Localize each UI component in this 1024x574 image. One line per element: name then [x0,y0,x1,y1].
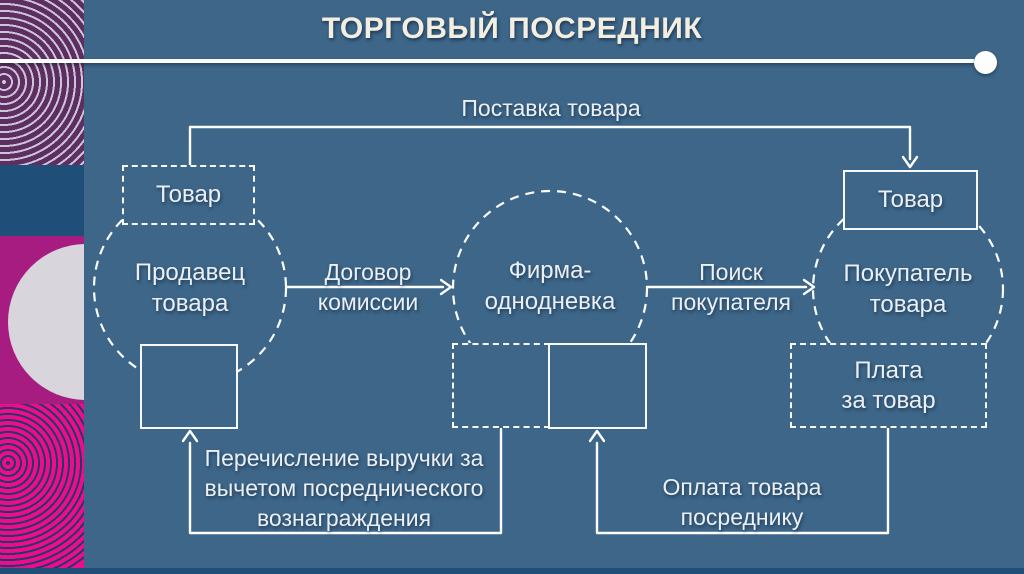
firm-dashed-box [452,343,550,428]
firm-label-line2: однодневка [484,288,616,315]
commission-label-line2: комиссии [317,289,419,315]
payment-box-line1: Плата [854,356,923,384]
arrowhead-up-remittance [181,429,199,443]
sidebar-purple-panel [0,0,84,165]
seller-label-line1: Продавец [134,259,246,286]
flow-arrows [181,125,919,535]
goods-delivery-label: Поставка товара [461,95,641,121]
buyer-label-line2: товара [869,291,947,318]
commission-label-line1: Договор [324,259,412,285]
arrowhead-up-payment [588,429,606,443]
payment-label-line2: посреднику [680,504,804,530]
concentric-rings-light [0,0,84,165]
gray-circle-decor [8,244,84,400]
search-label-line2: покупателя [671,289,791,315]
search-label-line1: Поиск [699,259,763,285]
goods-box-seller-label: Товар [155,181,222,208]
remittance-line [188,427,503,535]
seller-label-line2: товара [151,290,229,317]
sidebar-navy-panel [0,165,84,236]
title-underline [0,59,974,63]
buyer-search-label: Поиск покупателя [671,257,791,317]
remittance-label-line2: вычетом посреднического [204,475,484,501]
arrowhead-right-commission [439,278,453,296]
payment-to-intermediary-label: Оплата товара посреднику [663,472,822,532]
sidebar-pink-panel [0,404,84,568]
commission-contract-label: Договор комиссии [318,257,418,317]
payment-for-goods-box: Плата за товар [790,343,987,428]
shell-firm-node-label: Фирма- однодневка [485,255,616,317]
bottom-navy-strip [0,568,1024,574]
buyer-label-line1: Покупатель [843,260,973,287]
firm-label-line1: Фирма- [508,257,592,284]
firm-money-box [548,343,647,429]
payment-box-line2: за товар [841,386,936,414]
revenue-remittance-label: Перечисление выручки за вычетом посредни… [205,443,484,533]
payment-label-line1: Оплата товара [662,474,822,500]
goods-delivery-line [188,125,912,168]
concentric-rings-dark [0,404,84,568]
remittance-label-line3: вознаграждения [256,505,432,531]
page-title: ТОРГОВЫЙ ПОСРЕДНИК [321,12,703,45]
payment-line [595,427,890,535]
goods-box-buyer: Товар [843,170,978,230]
goods-box-buyer-label: Товар [877,186,944,213]
sidebar-magenta-panel [0,236,84,404]
buyer-node-label: Покупатель товара [844,258,973,320]
seller-node-label: Продавец товара [135,257,245,319]
remittance-label-line1: Перечисление выручки за [204,445,484,471]
decor-sidebar [0,0,84,574]
seller-money-box [140,344,238,429]
goods-box-seller: Товар [122,165,255,225]
arrowhead-right-search [802,278,816,296]
title-underline-dot [974,51,997,74]
arrowhead-down-goods [901,155,919,169]
